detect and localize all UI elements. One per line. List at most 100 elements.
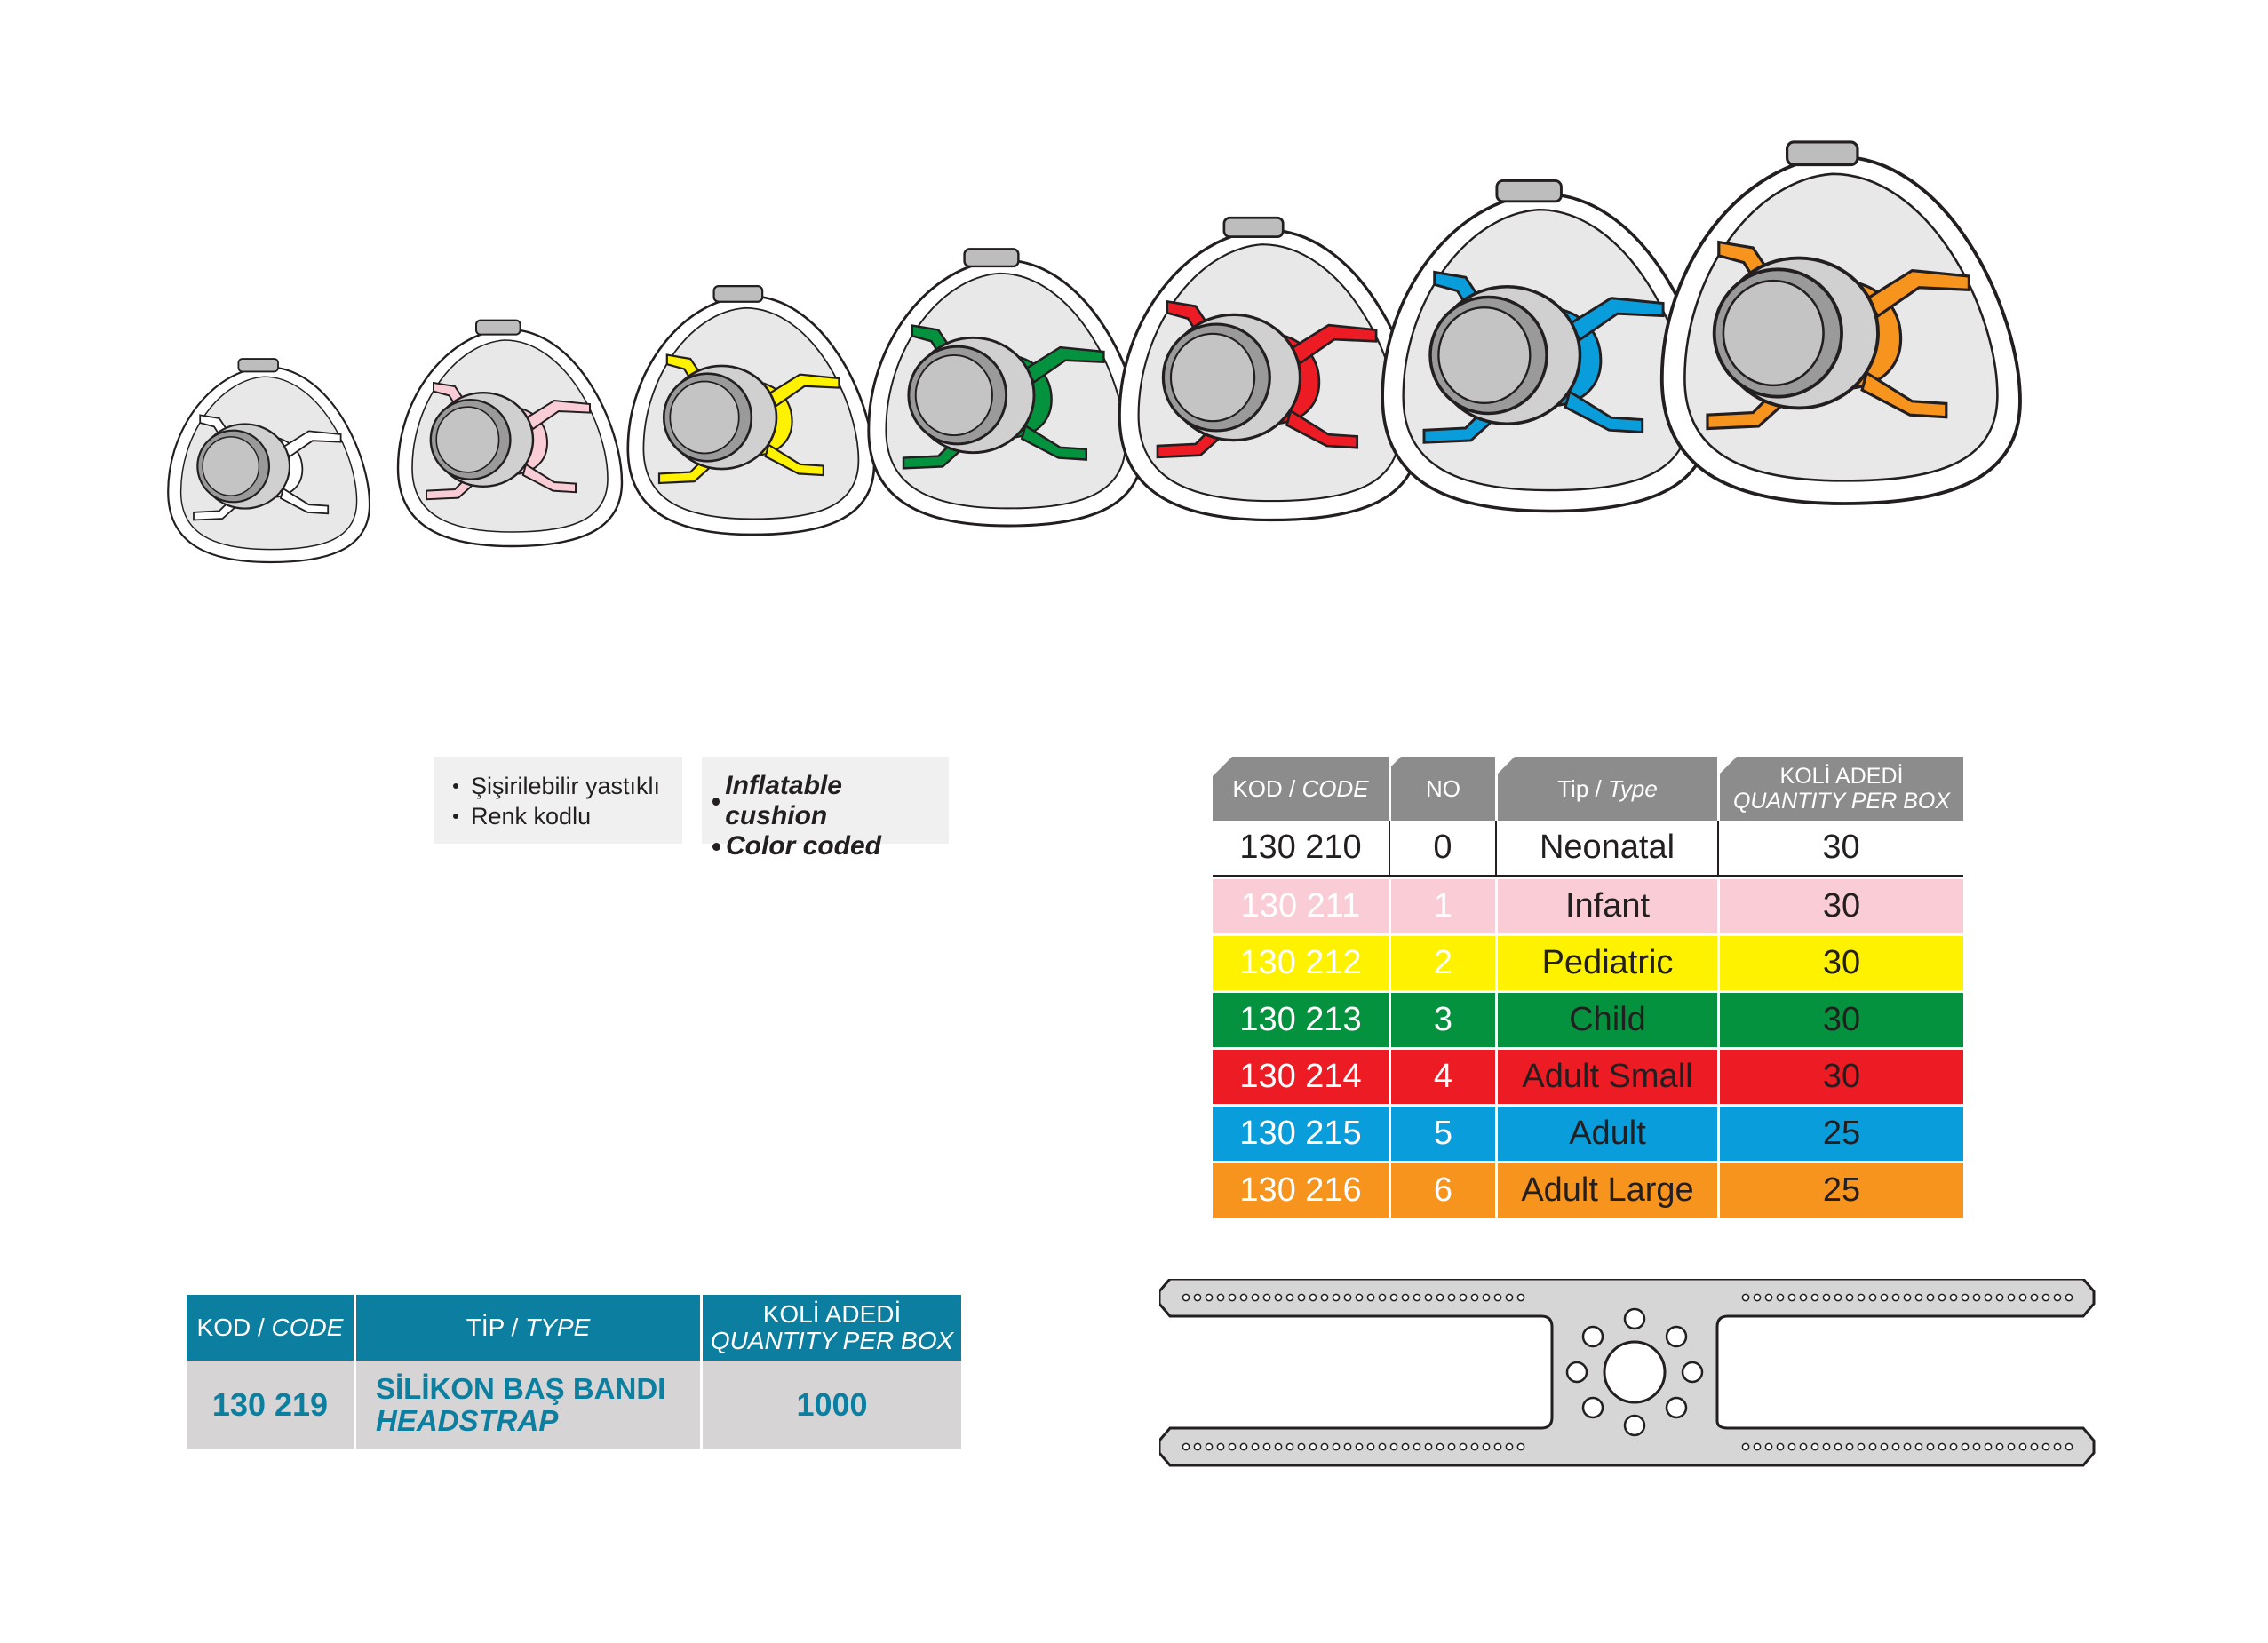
strap-hole <box>1482 1293 1491 1302</box>
type-english: HEADSTRAP <box>376 1404 559 1437</box>
strap-hole <box>1880 1293 1889 1302</box>
strap-hole <box>1205 1293 1214 1302</box>
strap-hole <box>1378 1293 1387 1302</box>
strap-hole <box>1903 1293 1912 1302</box>
strap-hole <box>1868 1293 1877 1302</box>
feature-item: Şişirilebilir yastıklı <box>450 771 666 801</box>
mask-hook-ring <box>521 463 577 494</box>
strap-hole <box>1216 1442 1225 1451</box>
strap-hole <box>1459 1293 1468 1302</box>
strap-hole <box>1274 1442 1283 1451</box>
strap-hole <box>1493 1293 1502 1302</box>
bullet-icon <box>712 842 720 851</box>
strap-hole <box>1424 1442 1433 1451</box>
strap-hole <box>1961 1442 1970 1451</box>
strap-hole <box>1343 1293 1352 1302</box>
strap-hole <box>1753 1442 1762 1451</box>
strap-hole <box>1366 1293 1375 1302</box>
strap-hole <box>1857 1293 1866 1302</box>
masks-illustration <box>167 140 2022 564</box>
strap-hole <box>1205 1442 1214 1451</box>
center-ring <box>1603 1340 1667 1404</box>
cell-quantity: 30 <box>1717 993 1963 1047</box>
strap-hole <box>1355 1442 1364 1451</box>
mask-hook-ring <box>1023 345 1105 385</box>
mask-hook-ring <box>1288 323 1378 365</box>
headstrap-illustration <box>1159 1279 2096 1467</box>
cell-code: 130 215 <box>1213 1107 1389 1161</box>
strap-hole <box>1516 1293 1525 1302</box>
strap-hole <box>1482 1442 1491 1451</box>
bullet-icon <box>712 797 720 806</box>
strap-hole <box>1787 1442 1796 1451</box>
strap-hole <box>1891 1442 1900 1451</box>
strap-hole <box>2041 1293 2050 1302</box>
strap-hole <box>1857 1442 1866 1451</box>
mask-connector-bore <box>669 380 740 455</box>
mask-port <box>712 285 764 303</box>
strap-hole <box>1741 1293 1750 1302</box>
mask-hook-ring <box>1564 389 1644 434</box>
strap-hole <box>1799 1293 1808 1302</box>
strap-hole <box>1401 1442 1410 1451</box>
cell-no: 0 <box>1389 821 1495 875</box>
cell-code: 130 210 <box>1213 821 1389 875</box>
strap-hole <box>1366 1442 1375 1451</box>
cell-type: Adult Small <box>1495 1050 1717 1104</box>
cell-code: 130 219 <box>211 1386 329 1423</box>
mask-3 <box>867 248 1144 528</box>
cell-quantity: 1000 <box>700 1361 961 1449</box>
strap-holes <box>1182 1293 2073 1451</box>
strap-hole <box>1401 1293 1410 1302</box>
strap-hole <box>1424 1293 1433 1302</box>
strap-hole <box>1822 1293 1831 1302</box>
header-no: NO <box>1389 757 1495 821</box>
cell-no: 3 <box>1389 993 1495 1047</box>
strap-hole <box>1459 1442 1468 1451</box>
mask-6 <box>1659 140 2022 505</box>
strap-hole <box>1262 1293 1271 1302</box>
cell-type: Adult <box>1495 1107 1717 1161</box>
features-english: Inflatable cushion Color coded <box>702 757 949 861</box>
strap-hole <box>2030 1293 2039 1302</box>
strap-hole <box>1880 1442 1889 1451</box>
cell-type: Infant <box>1495 879 1717 933</box>
cell-quantity: 30 <box>1717 1050 1963 1104</box>
cell-no: 4 <box>1389 1050 1495 1104</box>
cell-quantity: 25 <box>1717 1163 1963 1218</box>
bullet-icon <box>453 814 458 819</box>
strap-hole <box>1984 1442 1993 1451</box>
strap-hole <box>1834 1293 1842 1302</box>
bullet-icon <box>453 783 458 789</box>
strap-hole <box>1914 1442 1923 1451</box>
mask-connector-bore <box>1437 306 1532 404</box>
strap-hole <box>2041 1442 2050 1451</box>
mask-connector-bore <box>1169 332 1256 423</box>
cell-no: 5 <box>1389 1107 1495 1161</box>
cell-type: Neonatal <box>1495 821 1717 875</box>
strap-hole <box>1984 1293 1993 1302</box>
strap-hole <box>1309 1293 1317 1302</box>
center-hole <box>1581 1325 1604 1348</box>
strap-hole <box>1413 1293 1421 1302</box>
cell-type: Adult Large <box>1495 1163 1717 1218</box>
strap-hole <box>2007 1442 2016 1451</box>
strap-hole <box>1493 1442 1502 1451</box>
strap-hole <box>1903 1442 1912 1451</box>
center-hole <box>1581 1396 1604 1419</box>
mask-hook-ring <box>1567 297 1665 342</box>
strap-hole <box>1320 1442 1329 1451</box>
mask-hook-ring <box>282 430 342 458</box>
mask-hook-ring <box>1020 424 1088 461</box>
strap-hole <box>1961 1293 1970 1302</box>
strap-hole <box>1378 1442 1387 1451</box>
cell-type: SİLİKON BAŞ BANDI HEADSTRAP <box>354 1361 700 1449</box>
strap-hole <box>2053 1293 2062 1302</box>
